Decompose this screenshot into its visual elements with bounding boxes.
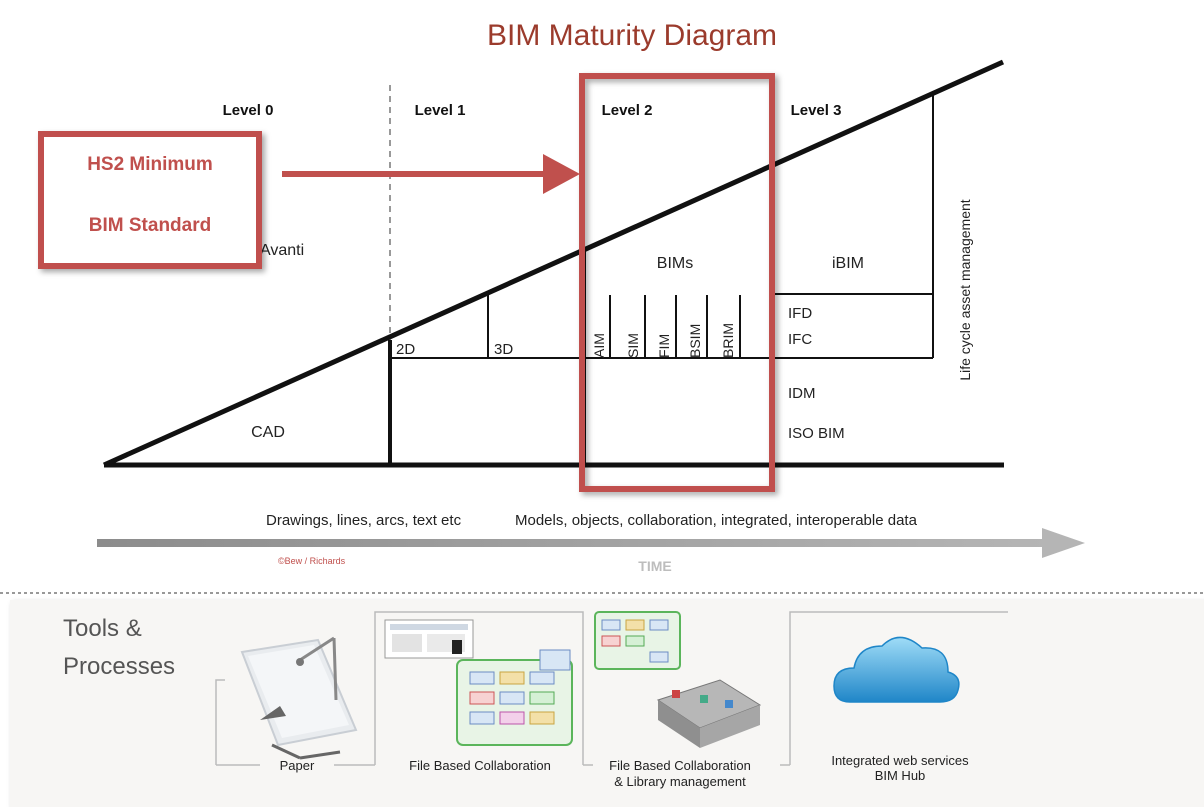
level-2-label: Level 2 bbox=[602, 102, 653, 119]
cad-label: CAD bbox=[251, 424, 285, 441]
bim-column-sim: SIM bbox=[625, 333, 641, 358]
bim-column-brim: BRIM bbox=[720, 323, 736, 358]
file-library-icon bbox=[594, 611, 762, 748]
ifd-label: IFD bbox=[788, 305, 812, 322]
lifecycle-label: Life cycle asset management bbox=[957, 199, 973, 380]
tools-file-based-label: File Based Collaboration bbox=[409, 758, 551, 773]
callout-line-2: BIM Standard bbox=[89, 215, 211, 236]
bim-column-aim: AIM bbox=[591, 333, 607, 358]
tools-brackets bbox=[215, 611, 1008, 766]
tools-file-library-line-1: File Based Collaboration bbox=[609, 758, 751, 773]
file-collaboration-icon bbox=[384, 619, 573, 746]
level-0-label: Level 0 bbox=[223, 102, 274, 119]
callout-arrow bbox=[282, 154, 580, 194]
tools-heading-line-2: Processes bbox=[63, 653, 175, 680]
description-drawings: Drawings, lines, arcs, text etc bbox=[266, 512, 462, 529]
tools-web-services-line-2: BIM Hub bbox=[875, 768, 926, 783]
description-models: Models, objects, collaboration, integrat… bbox=[515, 512, 918, 529]
copyright-text: ©Bew / Richards bbox=[278, 556, 346, 566]
tools-paper-label: Paper bbox=[280, 758, 315, 773]
diagram-title: BIM Maturity Diagram bbox=[487, 19, 777, 52]
level2-highlight-box bbox=[579, 73, 775, 492]
level-3-label: Level 3 bbox=[791, 102, 842, 119]
bims-label: BIMs bbox=[657, 255, 693, 272]
avanti-label: Avanti bbox=[260, 242, 304, 259]
idm-label: IDM bbox=[788, 385, 816, 402]
time-label: TIME bbox=[638, 558, 671, 574]
bim-columns-lines bbox=[609, 295, 741, 358]
tools-heading-line-1: Tools & bbox=[63, 615, 142, 642]
tools-web-services-line-1: Integrated web services bbox=[831, 753, 969, 768]
bim-column-fim: FIM bbox=[656, 334, 672, 358]
ifc-label: IFC bbox=[788, 331, 812, 348]
time-arrow bbox=[97, 528, 1085, 558]
tools-file-library-line-2: & Library management bbox=[614, 774, 746, 789]
ibim-label: iBIM bbox=[832, 255, 864, 272]
hs2-callout: HS2 Minimum BIM Standard bbox=[38, 131, 262, 269]
iso-bim-label: ISO BIM bbox=[788, 425, 845, 442]
maturity-slope bbox=[102, 59, 1005, 468]
2d-label: 2D bbox=[396, 341, 415, 358]
3d-label: 3D bbox=[494, 341, 513, 358]
callout-line-1: HS2 Minimum bbox=[87, 154, 213, 175]
cloud-icon bbox=[833, 636, 960, 703]
drafting-board-icon bbox=[240, 636, 358, 760]
bim-column-bsim: BSIM bbox=[687, 324, 703, 358]
level-1-label: Level 1 bbox=[415, 102, 466, 119]
